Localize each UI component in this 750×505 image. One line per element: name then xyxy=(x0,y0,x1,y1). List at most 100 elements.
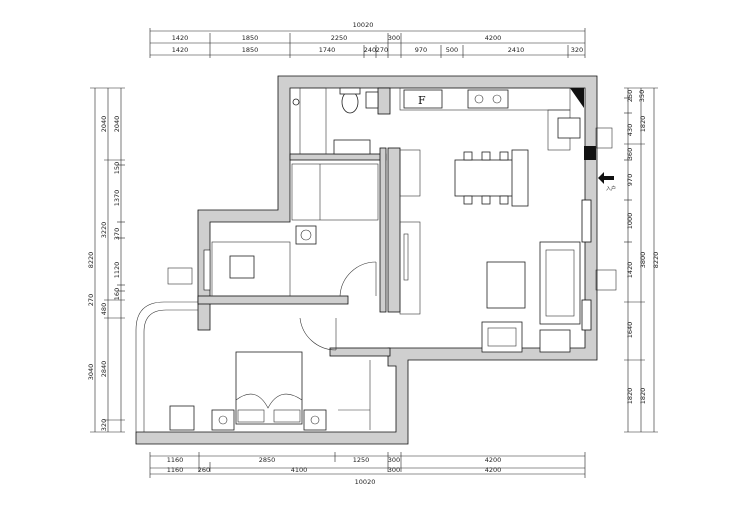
right-dimensions: 250 350 430 360 970 1000 1420 1640 1820 … xyxy=(624,87,660,433)
left-dim-2: 150 xyxy=(113,162,121,174)
study-desk xyxy=(211,241,291,297)
right-dim-1: 250 xyxy=(626,90,634,102)
washbasin-icon xyxy=(333,139,371,155)
balcony-wall xyxy=(135,301,198,432)
dining-chair-3 xyxy=(499,151,509,161)
balcony-wall-inner xyxy=(143,309,198,432)
right2-dim-2: 3800 xyxy=(639,252,647,269)
fridge-label: F xyxy=(418,94,426,107)
toilet-tank xyxy=(339,87,361,95)
bottom-dim-4: 300 xyxy=(388,456,400,464)
study-room xyxy=(203,163,379,297)
nightstand-right xyxy=(303,409,327,431)
wall-left-pier xyxy=(197,299,211,331)
fridge-icon xyxy=(403,89,443,109)
balcony-cabinet xyxy=(169,405,195,431)
right-dim-5: 970 xyxy=(626,174,634,186)
top2-dim-4: 240 xyxy=(364,46,376,54)
bottom-dimensions: 1160 2850 1250 300 4200 1160 260 4100 30… xyxy=(149,452,586,486)
wall-bath-bottom xyxy=(289,153,387,161)
top-dim-5: 4200 xyxy=(485,34,502,42)
top-dim-3: 2250 xyxy=(331,34,348,42)
top-dim-1: 1420 xyxy=(172,34,189,42)
left2-dim-1: 2040 xyxy=(100,116,108,133)
top2-dim-9: 320 xyxy=(571,46,583,54)
top2-dim-8: 2410 xyxy=(508,46,525,54)
top2-dim-2: 1850 xyxy=(242,46,259,54)
dining-chair-1 xyxy=(463,151,473,161)
study-window xyxy=(203,249,211,291)
top2-dim-6: 970 xyxy=(415,46,427,54)
bed-duvet xyxy=(235,393,303,409)
bottom2-dim-1: 1160 xyxy=(167,466,184,474)
double-bed xyxy=(235,351,303,425)
left-dim-5: 1120 xyxy=(113,262,121,279)
top2-dim-5: 270 xyxy=(376,46,388,54)
dining-chair-4 xyxy=(463,195,473,205)
left-dim-6: 160 xyxy=(113,288,121,300)
top2-dim-3: 1740 xyxy=(319,46,336,54)
stove-icon xyxy=(467,89,509,109)
wall-mid-horizontal xyxy=(197,295,349,305)
study-bed xyxy=(291,163,379,221)
wall-kitchen-column xyxy=(387,147,401,313)
left2-dim-2: 3220 xyxy=(100,222,108,239)
left-dim-3: 1370 xyxy=(113,190,121,207)
dining-table xyxy=(454,159,516,197)
study-door-swing xyxy=(339,261,377,297)
top-dim-4: 300 xyxy=(388,34,400,42)
right-dim-2: 350 xyxy=(638,90,646,102)
right-dim-8: 1640 xyxy=(626,322,634,339)
right-dim-7: 1420 xyxy=(626,262,634,279)
right-dim-4: 360 xyxy=(626,148,634,160)
bottom-dim-2: 2850 xyxy=(259,456,276,464)
entrance-arrow-icon xyxy=(598,172,604,184)
right2-dim-1: 1820 xyxy=(639,116,647,133)
left-dim-1: 2040 xyxy=(113,116,121,133)
pillow-left xyxy=(237,409,265,423)
left-dimensions: 8220 2040 3220 480 2840 2040 150 1370 37… xyxy=(87,87,125,433)
right-window xyxy=(581,199,592,243)
left-dim-8: 3040 xyxy=(87,364,95,381)
entrance-label: 入户 xyxy=(606,185,616,192)
bedroom-door-swing xyxy=(299,317,337,351)
sink-icon xyxy=(557,117,581,139)
bottom2-dim-5: 4200 xyxy=(485,466,502,474)
dining-chair-5 xyxy=(481,195,491,205)
left-dim-9: 320 xyxy=(100,419,108,431)
bottom2-dim-4: 300 xyxy=(388,466,400,474)
living-room: 入户 xyxy=(399,172,616,353)
sofa-icon xyxy=(539,241,581,325)
bath-cabinet xyxy=(365,91,379,109)
window-tags xyxy=(167,127,617,291)
bottom-dim-3: 1250 xyxy=(353,456,370,464)
dining-chair-2 xyxy=(481,151,491,161)
right2-dim-3: 1820 xyxy=(639,388,647,405)
wall-center-vertical xyxy=(379,147,387,313)
bottom-dim-5: 4200 xyxy=(485,456,502,464)
kitchen-counter xyxy=(399,87,571,111)
top-dim-2: 1850 xyxy=(242,34,259,42)
left-dim-4: 370 xyxy=(113,228,121,240)
dining-bench xyxy=(511,149,529,207)
left2-dim-4: 2840 xyxy=(100,361,108,378)
armchair-icon xyxy=(481,321,523,353)
entrance-door-jamb xyxy=(584,146,596,160)
washing-machine-icon xyxy=(295,225,317,245)
right-dim-3: 430 xyxy=(626,124,634,136)
dining-area xyxy=(454,149,529,207)
bottom2-dim-3: 4100 xyxy=(291,466,308,474)
bottom2-dim-2: 260 xyxy=(198,466,210,474)
top-dimensions: 10020 1420 1850 2250 300 4200 1420 1850 … xyxy=(149,21,586,58)
right-dim-9: 1820 xyxy=(626,388,634,405)
wall-bedroom-top xyxy=(329,347,391,357)
side-table xyxy=(539,329,571,353)
right-window-lower xyxy=(581,299,592,331)
master-bedroom xyxy=(169,317,371,431)
top-total-dimension: 10020 xyxy=(353,21,374,29)
tv-icon xyxy=(403,233,409,281)
bottom-dim-1: 1160 xyxy=(167,456,184,464)
dining-chair-6 xyxy=(499,195,509,205)
kitchen-corner xyxy=(570,88,584,108)
right-dim-6: 1000 xyxy=(626,213,634,230)
